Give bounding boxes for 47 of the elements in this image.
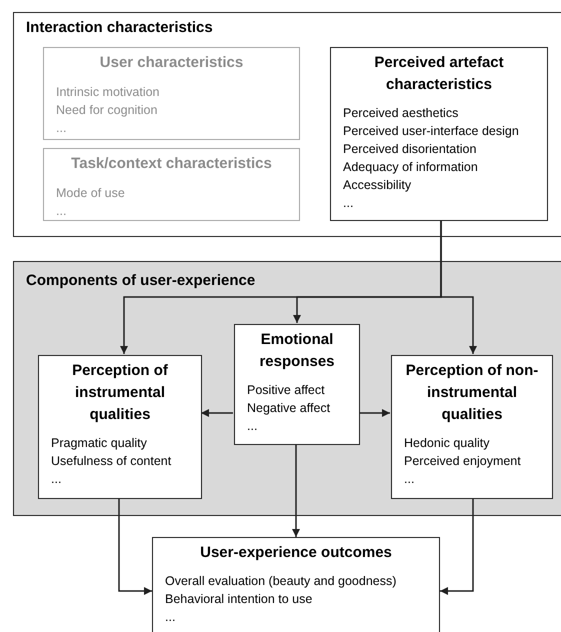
list-item: ... [165,609,176,626]
list-item: Overall evaluation (beauty and goodness) [165,573,398,590]
list-item: Pragmatic quality [51,435,148,452]
list-item: Positive affect [247,382,326,399]
concept-box [391,355,553,499]
box-heading: Perception of non-instrumental qualities [404,361,540,425]
box-heading: Interaction characteristics [25,18,214,38]
arrow [440,220,477,354]
concept-box [43,148,300,221]
arrow [118,498,152,595]
list-item: Behavioral intention to use [165,591,314,608]
list-item: ... [343,195,354,212]
box-heading: User characteristics [98,53,244,73]
concept-box [330,47,548,221]
list-item: Perceived user-interface design [343,123,520,140]
arrow [201,409,233,417]
list-item: Usefulness of content [51,453,172,470]
box-heading: Perception of instrumental qualities [71,361,169,425]
list-item: Mode of use [56,184,126,202]
group-panel [13,12,561,237]
list-item: Accessibility [343,177,412,194]
arrow [440,498,474,595]
group-panel [13,261,561,516]
arrow [359,409,390,417]
list-item: Hedonic quality [404,435,490,452]
list-item: Negative affect [247,400,332,417]
list-item: ... [56,202,68,220]
list-item: Adequacy of information [343,159,479,176]
arrow [292,444,300,537]
list-item: ... [404,471,416,488]
concept-box [38,355,202,499]
list-item: Perceived aesthetics [343,105,460,122]
box-heading: Perceived artefact characteristics [373,53,505,95]
box-heading: Task/context characteristics [70,154,273,174]
box-heading: Components of user-experience [25,271,256,291]
list-item: Perceived enjoyment [404,453,522,470]
concept-box [43,47,300,140]
concept-box [152,537,440,632]
box-heading: Emotional responses [258,330,336,372]
list-item: ... [51,471,62,488]
list-item: ... [56,120,68,136]
box-heading: User-experience outcomes [199,543,393,563]
list-item: ... [247,418,258,435]
concept-box [234,324,360,445]
list-item: Need for cognition [56,102,158,118]
list-item: Intrinsic motivation [56,84,161,100]
list-item: Perceived disorientation [343,141,478,158]
